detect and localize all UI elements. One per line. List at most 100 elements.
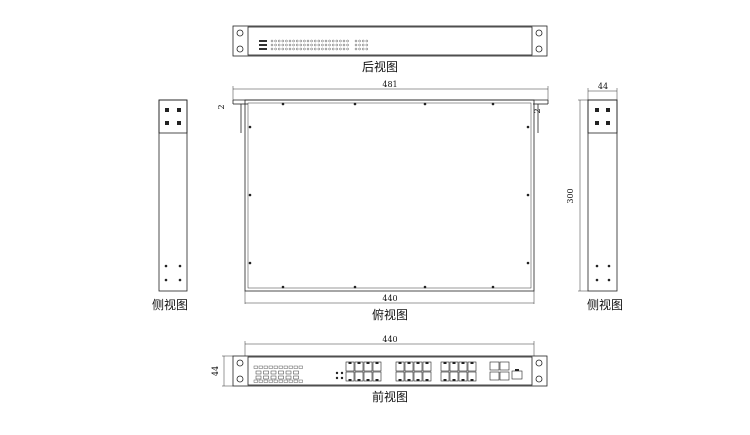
rear-view: 后视图 bbox=[232, 25, 548, 74]
screw-dot-icon bbox=[353, 102, 357, 106]
led-icon bbox=[339, 43, 342, 47]
rear-label-mark bbox=[259, 40, 267, 42]
rear-indicator-row bbox=[259, 39, 368, 51]
mounting-ear-hole-icon bbox=[236, 359, 244, 367]
led-icon bbox=[310, 47, 313, 51]
led-icon bbox=[332, 39, 335, 43]
mounting-ear-hole-icon bbox=[595, 108, 599, 112]
led-icon bbox=[273, 379, 278, 383]
led-icon bbox=[340, 376, 344, 380]
led-icon bbox=[299, 43, 302, 47]
sfp-port-icon bbox=[489, 371, 500, 381]
led-icon bbox=[354, 47, 358, 51]
led-icon bbox=[299, 39, 302, 43]
led-icon bbox=[270, 39, 274, 43]
led-icon bbox=[288, 43, 292, 47]
led-icon bbox=[342, 43, 346, 47]
led-icon bbox=[281, 47, 284, 51]
led-icon bbox=[342, 39, 346, 43]
screw-dot-icon bbox=[353, 285, 357, 289]
rear-label-mark bbox=[259, 48, 267, 50]
led-icon bbox=[278, 379, 283, 383]
port-latch-icon bbox=[348, 362, 352, 364]
led-icon bbox=[310, 39, 313, 43]
port-latch-icon bbox=[398, 362, 402, 364]
led-icon bbox=[362, 47, 365, 51]
led-icon bbox=[296, 39, 299, 43]
led-icon bbox=[342, 47, 346, 51]
led-icon bbox=[365, 43, 368, 47]
side-dim-height: 44 bbox=[598, 82, 608, 91]
port-latch-icon bbox=[357, 362, 361, 364]
led-icon bbox=[270, 43, 274, 47]
port-latch-icon bbox=[443, 379, 447, 381]
rear-view-title: 后视图 bbox=[362, 59, 398, 74]
led-icon bbox=[293, 375, 299, 380]
led-icon bbox=[358, 47, 361, 51]
screw-dot-icon bbox=[491, 102, 495, 106]
screw-dot-icon bbox=[178, 264, 182, 268]
console-port-icon bbox=[511, 370, 523, 380]
screw-dot-icon bbox=[423, 102, 427, 106]
mounting-ear-hole-icon bbox=[236, 29, 244, 37]
led-icon bbox=[268, 365, 273, 369]
led-icon bbox=[253, 365, 258, 369]
led-icon bbox=[285, 47, 288, 51]
led-icon bbox=[281, 43, 284, 47]
mounting-ear-hole-icon bbox=[177, 108, 181, 112]
led-icon bbox=[314, 39, 317, 43]
port-latch-icon bbox=[375, 379, 379, 381]
led-icon bbox=[283, 365, 288, 369]
led-icon bbox=[324, 39, 328, 43]
led-icon bbox=[263, 365, 268, 369]
led-icon bbox=[258, 379, 263, 383]
led-icon bbox=[324, 43, 328, 47]
sfp-port-icon bbox=[499, 361, 510, 371]
led-icon bbox=[296, 47, 299, 51]
port-latch-icon bbox=[452, 362, 456, 364]
led-icon bbox=[293, 370, 299, 375]
port-latch-icon bbox=[515, 369, 519, 371]
led-icon bbox=[346, 47, 349, 51]
port-latch-icon bbox=[416, 379, 420, 381]
led-icon bbox=[292, 43, 295, 47]
screw-dot-icon bbox=[164, 278, 168, 282]
led-icon bbox=[288, 379, 293, 383]
led-icon bbox=[288, 365, 293, 369]
front-port-array bbox=[345, 361, 523, 382]
led-icon bbox=[273, 365, 278, 369]
led-icon bbox=[324, 47, 328, 51]
led-icon bbox=[274, 43, 277, 47]
led-icon bbox=[285, 39, 288, 43]
screw-dot-icon bbox=[281, 285, 285, 289]
port-latch-icon bbox=[461, 379, 465, 381]
led-icon bbox=[288, 47, 292, 51]
mounting-ear-hole-icon bbox=[236, 375, 244, 383]
led-icon bbox=[298, 379, 303, 383]
led-icon bbox=[328, 43, 331, 47]
led-icon bbox=[365, 39, 368, 43]
led-icon bbox=[362, 43, 365, 47]
led-icon bbox=[332, 43, 335, 47]
port-latch-icon bbox=[398, 379, 402, 381]
led-icon bbox=[258, 365, 263, 369]
rear-label-mark bbox=[259, 44, 267, 46]
front-dim-width: 440 bbox=[382, 335, 397, 344]
port-latch-icon bbox=[366, 362, 370, 364]
mounting-ear-hole-icon bbox=[535, 45, 543, 53]
led-icon bbox=[278, 39, 281, 43]
led-icon bbox=[362, 39, 365, 43]
led-icon bbox=[354, 39, 358, 43]
mounting-ear-hole-icon bbox=[177, 121, 181, 125]
led-icon bbox=[292, 39, 295, 43]
led-icon bbox=[339, 39, 342, 43]
led-icon bbox=[270, 47, 274, 51]
led-icon bbox=[278, 47, 281, 51]
screw-dot-icon bbox=[281, 102, 285, 106]
screw-dot-icon bbox=[248, 193, 252, 197]
led-icon bbox=[306, 43, 310, 47]
port-latch-icon bbox=[425, 362, 429, 364]
led-icon bbox=[263, 379, 268, 383]
led-icon bbox=[328, 39, 331, 43]
led-icon bbox=[285, 43, 288, 47]
